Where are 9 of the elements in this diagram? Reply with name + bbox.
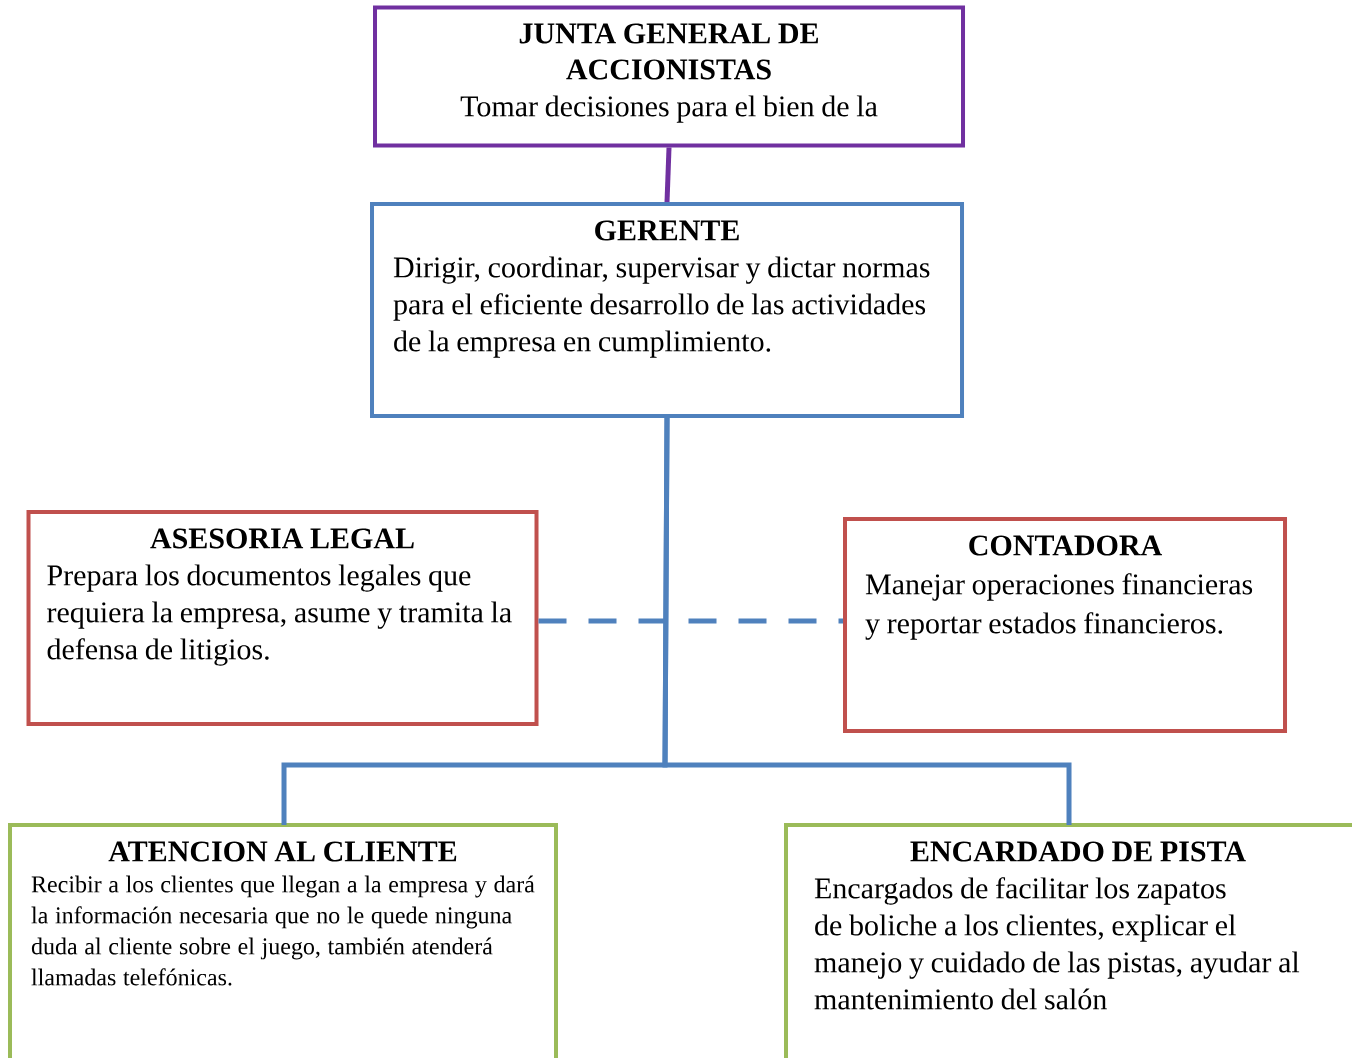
connector-line — [662, 418, 1072, 825]
connector-line — [664, 147, 672, 203]
org-box: ATENCION AL CLIENTE Recibir a los clientes que llegan a la empresa y dará la información necesaria que no le quede ninguna duda al cliente sobre el juego, también atenderá llamadas telefónicas. — [8, 823, 558, 1058]
org-box: CONTADORA Manejar operaciones financieras y reportar estados financieros. — [843, 517, 1287, 733]
org-box: ENCARDADO DE PISTA Encargados de facilitar los zapatos de boliche a los clientes, explicar el manejo y cuidado de las pistas, ayudar al mantenimiento del salón — [784, 823, 1352, 1058]
connector-line — [538, 618, 843, 624]
org-box: ASESORIA LEGAL Prepara los documentos legales que requiera la empresa, asume y tramita la defensa de litigios. — [26, 510, 539, 726]
org-box: GERENTE Dirigir, coordinar, supervisar y dictar normas para el eficiente desarrollo de las actividades de la empresa en cumplimiento. — [370, 202, 964, 418]
org-box: JUNTA GENERAL DE ACCIONISTAS Tomar decisiones para el bien de la — [373, 5, 965, 148]
